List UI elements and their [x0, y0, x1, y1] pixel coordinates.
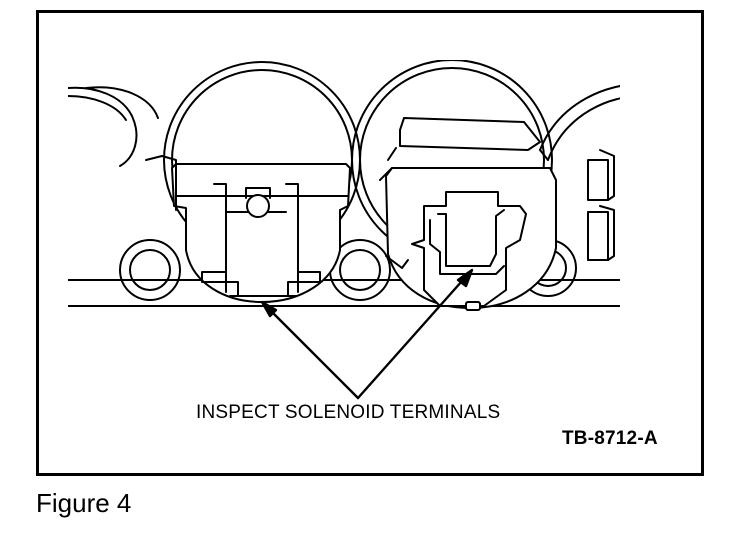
valve-body-background	[68, 60, 620, 311]
callout-leader-lines	[260, 268, 474, 400]
figure-caption: Figure 4	[36, 488, 132, 518]
solenoid-connector-right	[379, 117, 557, 311]
solenoid-connector-left	[145, 155, 351, 303]
callout-label: INSPECT SOLENOID TERMINALS	[196, 402, 501, 423]
reference-code: TB-8712-A	[562, 428, 658, 449]
